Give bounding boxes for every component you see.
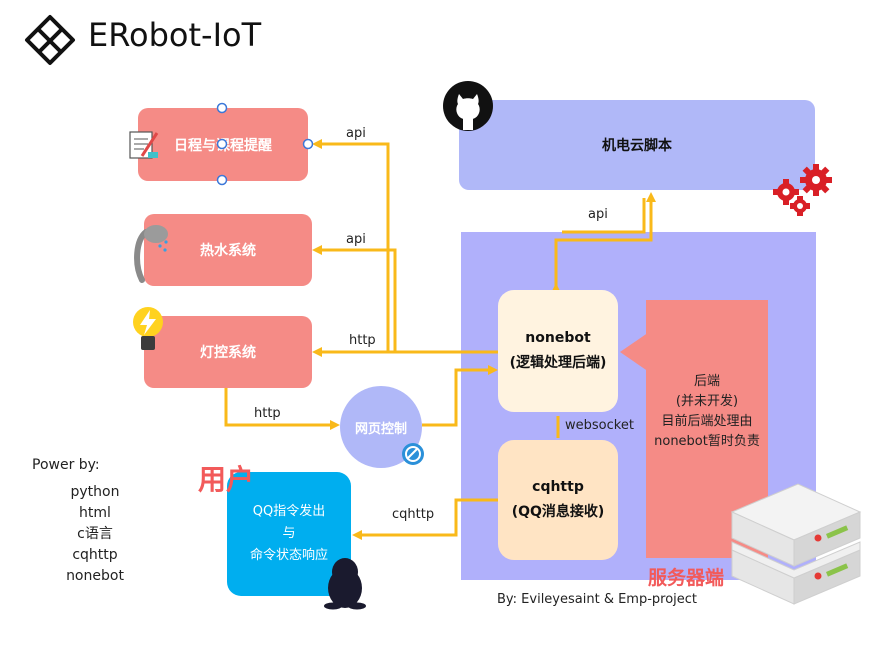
node-cloud-script[interactable]: 机电云脚本 xyxy=(459,100,815,190)
gears-icon xyxy=(772,162,834,218)
powered-by-item: python xyxy=(70,484,120,500)
bulb-icon xyxy=(130,304,166,356)
shower-icon xyxy=(132,220,172,284)
node-light-label: 灯控系统 xyxy=(200,345,256,361)
calendar-icon xyxy=(128,128,160,162)
logo-icon xyxy=(24,14,76,66)
node-cqhttp[interactable]: cqhttp (QQ消息接收) xyxy=(498,440,618,560)
node-user[interactable]: QQ指令发出 与 命令状态响应 xyxy=(227,472,351,596)
powered-by-item: nonebot xyxy=(66,568,124,584)
node-user-line3: 命令状态响应 xyxy=(249,548,328,563)
node-backend-title: 后端 xyxy=(693,374,720,389)
server-rack-icon xyxy=(728,480,864,612)
browser-icon xyxy=(401,442,425,466)
github-icon xyxy=(442,80,494,132)
node-water-label: 热水系统 xyxy=(200,243,256,259)
node-cqhttp-title: cqhttp xyxy=(532,479,584,495)
node-cqhttp-subtitle: (QQ消息接收) xyxy=(511,504,605,520)
edge-label-http-web: http xyxy=(254,406,281,421)
node-cloud-script-label: 机电云脚本 xyxy=(602,138,672,154)
footer-credit: By: Evileyesaint & Emp-project xyxy=(497,592,698,607)
user-label: 用户 xyxy=(198,463,255,496)
node-nonebot[interactable]: nonebot (逻辑处理后端) xyxy=(498,290,618,412)
page-title: ERobot-IoT xyxy=(88,16,262,54)
server-label: 服务器端 xyxy=(648,567,725,589)
node-light[interactable]: 灯控系统 xyxy=(144,316,312,388)
powered-by-item: html xyxy=(79,505,111,521)
powered-by-heading: Power by: xyxy=(32,457,100,473)
edge-label-api-schedule: api xyxy=(346,126,366,141)
node-nonebot-title: nonebot xyxy=(525,330,591,346)
node-backend-note1: 目前后端处理由 xyxy=(661,414,753,429)
node-water[interactable]: 热水系统 xyxy=(144,214,312,286)
edge-label-websocket: websocket xyxy=(565,418,634,433)
node-user-line2: 与 xyxy=(282,526,296,541)
edge-label-api-water: api xyxy=(346,232,366,247)
node-web-label: 网页控制 xyxy=(354,421,407,437)
powered-by-list: python html c语言 cqhttp nonebot xyxy=(50,482,140,587)
powered-by-item: c语言 xyxy=(77,526,113,542)
node-backend-note2: nonebot暂时负责 xyxy=(654,434,760,449)
edge-label-api-script: api xyxy=(588,207,608,222)
node-user-line1: QQ指令发出 xyxy=(252,504,326,519)
qq-penguin-icon xyxy=(322,556,368,610)
node-nonebot-subtitle: (逻辑处理后端) xyxy=(509,355,607,371)
node-backend-status: (并未开发) xyxy=(675,394,739,409)
edge-label-cqhttp: cqhttp xyxy=(392,507,435,522)
powered-by-item: cqhttp xyxy=(72,547,118,563)
edge-label-http-light: http xyxy=(349,333,376,348)
